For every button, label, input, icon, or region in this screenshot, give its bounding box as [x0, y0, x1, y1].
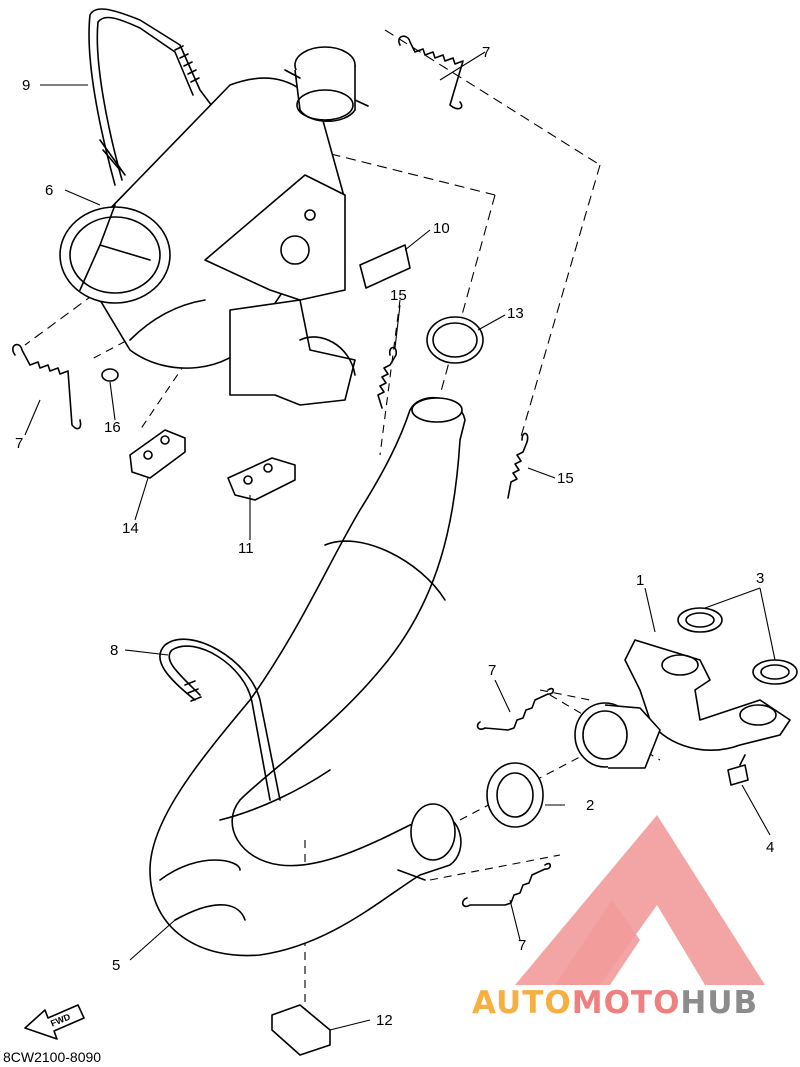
callout-12: 12 [376, 1012, 393, 1029]
watermark-triangle-icon [515, 815, 765, 985]
watermark-text: AUTOMOTOHUB [472, 985, 758, 1021]
callout-13: 13 [507, 305, 524, 322]
callout-5: 5 [112, 957, 120, 974]
callout-10: 10 [433, 220, 450, 237]
callout-2: 2 [586, 797, 594, 814]
part-13-gasket [426, 316, 484, 364]
callout-14: 14 [122, 520, 139, 537]
part-5-exhaust-pipe [149, 396, 466, 957]
part-7-spring-bottom [461, 862, 552, 908]
callout-leaders [24, 51, 776, 1031]
watermark-text-hub: HUB [680, 985, 758, 1021]
part-6-silencer [59, 77, 356, 406]
watermark-text-auto: AUTO [472, 985, 572, 1021]
part-15-spring-upper [377, 346, 398, 409]
manifold-joint [574, 702, 661, 769]
part-11-bracket [227, 457, 296, 501]
callout-7-bottom: 7 [518, 937, 526, 954]
part-7-spring-top [398, 35, 464, 110]
part-16-grommet [101, 368, 119, 382]
callout-4: 4 [766, 839, 774, 856]
watermark-logo [515, 815, 765, 985]
part-12-bracket [271, 1004, 331, 1056]
diagram-code: 8CW2100-8090 [3, 1049, 101, 1065]
part-15-spring-lower [507, 432, 529, 499]
part-3-gaskets [677, 607, 798, 685]
fwd-arrow-icon: FWD [24, 1004, 85, 1040]
callout-15-lower: 15 [557, 470, 574, 487]
callout-9: 9 [22, 77, 30, 94]
part-14-bracket [129, 429, 186, 479]
watermark-text-moto: MOTO [572, 985, 681, 1021]
callout-3: 3 [756, 570, 764, 587]
callout-8: 8 [110, 642, 118, 659]
silencer-joint [284, 46, 369, 122]
watermark-inner-icon [555, 900, 640, 985]
callout-7-left: 7 [15, 435, 23, 452]
callout-6: 6 [45, 182, 53, 199]
part-7-spring-left [12, 343, 82, 430]
callout-7-mid: 7 [488, 662, 496, 679]
part-2-o-ring [486, 762, 544, 828]
callout-16: 16 [104, 419, 121, 436]
callout-7-top: 7 [482, 44, 490, 61]
part-8-stay [159, 638, 281, 801]
callout-1: 1 [636, 572, 644, 589]
callout-15-upper: 15 [390, 287, 407, 304]
part-7-spring-mid [476, 687, 555, 731]
part-10-damper [359, 244, 411, 289]
part-4-bolt [727, 754, 749, 786]
part-9-stay [88, 8, 216, 186]
callout-11: 11 [238, 540, 254, 557]
callout-numbers: 1 2 3 4 5 6 7 7 7 7 8 9 10 11 12 13 14 1… [15, 44, 774, 1029]
